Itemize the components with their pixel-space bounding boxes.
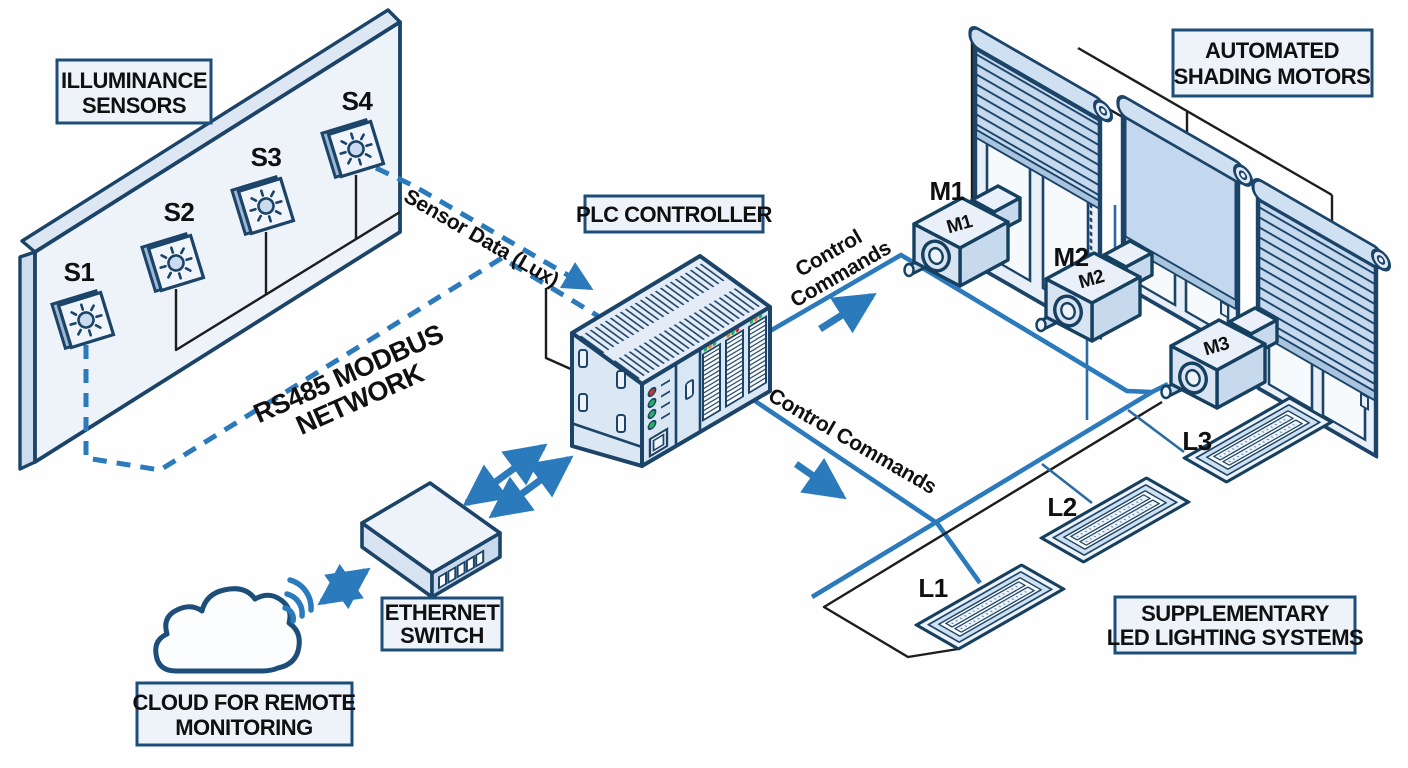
- led-box-line1: SUPPLEMENTARY: [1141, 601, 1330, 626]
- ethernet-box-line1: ETHERNET: [385, 600, 501, 625]
- led-l1-label: L1: [918, 573, 947, 603]
- plc-controller-box: PLC CONTROLLER: [576, 194, 773, 234]
- plc-box-line1: PLC CONTROLLER: [576, 202, 772, 227]
- window-1-venetian: [968, 26, 1113, 340]
- cloud-box-line2: MONITORING: [175, 715, 313, 740]
- plc-module-1: [702, 341, 721, 422]
- plc-module-2: [725, 328, 744, 409]
- plc-din-clips: [578, 349, 626, 433]
- led-box-line2: LED LIGHTING SYSTEMS: [1107, 625, 1363, 650]
- control-commands-arrow-bottom: [794, 457, 847, 500]
- illuminance-box-line1: ILLUMINANCE: [61, 68, 207, 93]
- data-flow-arrows: [317, 292, 877, 610]
- sensor-data-label: Sensor Data (Lux): [400, 185, 563, 292]
- cloud-box-line1: CLOUD FOR REMOTE: [133, 690, 356, 715]
- cloud-box: CLOUD FOR REMOTE MONITORING: [133, 681, 356, 747]
- switch-ports: [438, 549, 485, 590]
- switch-plc-arrow-2: [488, 455, 574, 519]
- illuminance-sensors: S1 S2 S3 S4: [50, 86, 386, 351]
- rs485-modbus-line: [83, 255, 600, 473]
- shading-motors: M1 M2 M1 M2 M3: [905, 176, 1278, 408]
- ethernet-box-line2: SWITCH: [400, 623, 484, 648]
- cloud-switch-arrow: [317, 563, 371, 610]
- plc-module-3: [748, 314, 767, 395]
- motor-bus: [768, 252, 1170, 395]
- illuminance-sensors-box: ILLUMINANCE SENSORS: [55, 58, 213, 125]
- shading-motors-box: AUTOMATED SHADING MOTORS: [1171, 28, 1374, 98]
- control-wiring: [750, 252, 1185, 659]
- sensor-s2-label: S2: [164, 197, 195, 227]
- label-boxes: ILLUMINANCE SENSORS PLC CONTROLLER AUTOM…: [55, 28, 1374, 747]
- illuminance-box-line2: SENSORS: [82, 93, 186, 118]
- sensor-s1-label: S1: [64, 257, 95, 287]
- ethernet-switch: [360, 481, 502, 599]
- wifi-icon: [282, 577, 314, 624]
- motor-m2-label: M2: [1053, 242, 1088, 272]
- plc-to-led-line: [750, 397, 982, 585]
- ethernet-switch-box: ETHERNET SWITCH: [380, 596, 504, 652]
- led-systems-box: SUPPLEMENTARY LED LIGHTING SYSTEMS: [1107, 595, 1364, 655]
- sensor-wall: [18, 8, 402, 471]
- sensor-wire-bus: [174, 175, 401, 352]
- plc-controller: [570, 254, 772, 468]
- switch-plc-arrow-1: [462, 443, 548, 507]
- control-commands-arrow-top: [818, 292, 877, 334]
- sensor-s4-label: S4: [342, 86, 374, 116]
- wall-plc-wire: [544, 288, 574, 372]
- led-bus-black: [822, 400, 1163, 659]
- led-l2-label: L2: [1047, 492, 1076, 522]
- cloud: [153, 577, 314, 674]
- window-3-venetian: [1251, 178, 1391, 459]
- sensor-data-line: [374, 165, 594, 291]
- led-bus-blue: [810, 390, 1154, 599]
- motor-m1-label: M1: [929, 176, 964, 206]
- motor-m3-icon: [1162, 308, 1278, 408]
- led-panels: L1 L2 L3: [917, 398, 1332, 649]
- shading-box-line1: AUTOMATED: [1205, 38, 1339, 63]
- shading-box-line2: SHADING MOTORS: [1174, 64, 1371, 89]
- led-l3-label: L3: [1182, 426, 1211, 456]
- sensor-s3-label: S3: [251, 142, 282, 172]
- control-bottom-label: Control Commands: [764, 384, 940, 499]
- plc-status-leds: [647, 379, 670, 431]
